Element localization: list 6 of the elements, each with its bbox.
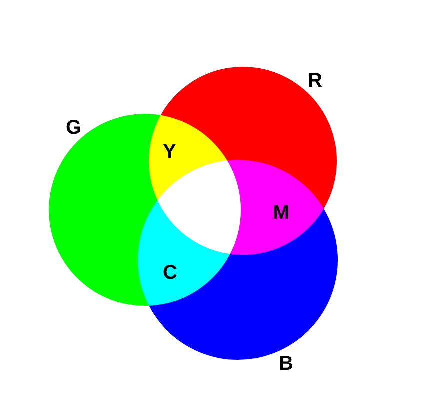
overlap-label: C: [163, 263, 178, 283]
circle-label: R: [308, 71, 322, 91]
circle-label: B: [279, 354, 294, 374]
circle-label: G: [66, 118, 82, 138]
overlap-label: Y: [163, 142, 176, 162]
overlap-label: M: [273, 203, 290, 223]
